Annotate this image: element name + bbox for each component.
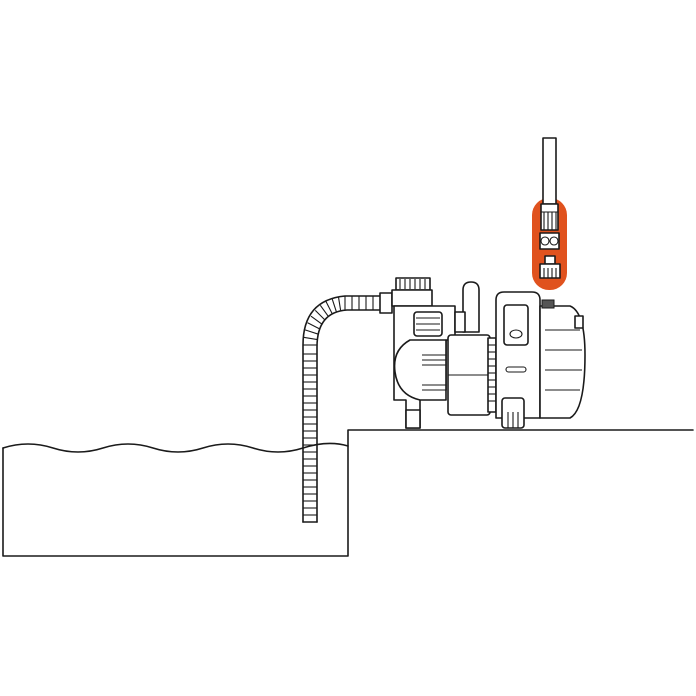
hose-connector-highlight <box>532 137 567 290</box>
drain-screw <box>574 315 584 329</box>
garden-pump <box>391 277 586 429</box>
garden-hose <box>542 137 557 205</box>
ground-ledge <box>2 429 694 557</box>
water-surface <box>2 442 349 453</box>
suction-hose <box>302 292 393 523</box>
